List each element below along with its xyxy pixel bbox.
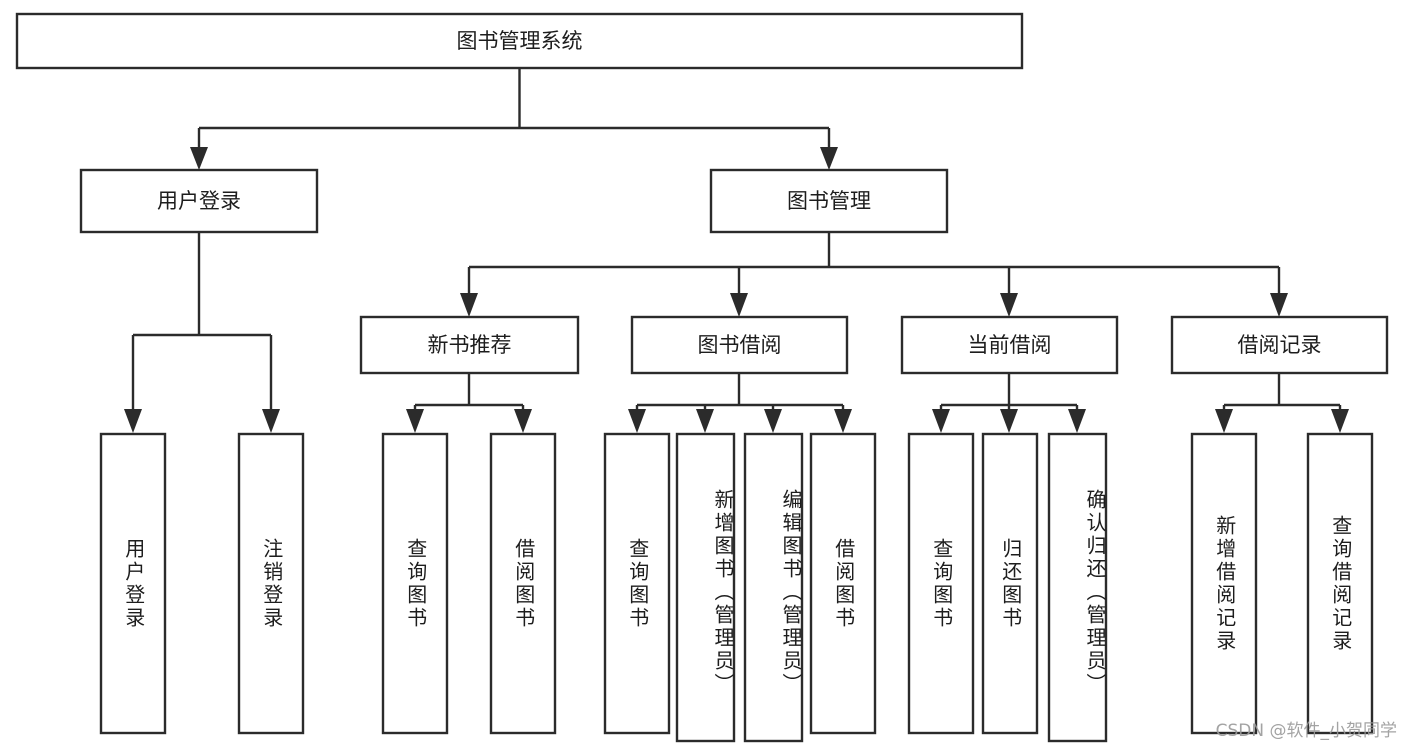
- arrow-head-book-manage: [820, 147, 838, 170]
- connector-group-new-book: [406, 373, 532, 433]
- leaf-box-edit-book[interactable]: [743, 432, 804, 743]
- node-borrow-record[interactable]: [1170, 315, 1389, 375]
- csdn-watermark: CSDN @软件_小贺同学: [1215, 721, 1397, 741]
- arrow-head-borrow-record: [1270, 293, 1288, 317]
- node-root-label: 图书管理系统: [457, 29, 583, 53]
- node-book-borrow[interactable]: [630, 315, 849, 375]
- leaf-box-borrow-book-1[interactable]: [489, 432, 557, 735]
- arrow-head-leaf-borrow-book-1: [514, 409, 532, 433]
- arrow-head-leaf-borrow-book-2: [834, 409, 852, 433]
- leaf-box-add-book[interactable]: [675, 432, 736, 743]
- arrow-head-user-login: [190, 147, 208, 170]
- node-book-borrow-label: 图书借阅: [698, 333, 782, 357]
- arrow-head-leaf-confirm-return: [1068, 409, 1086, 433]
- arrow-head-leaf-query-book-2: [628, 409, 646, 433]
- node-root[interactable]: [15, 12, 1024, 70]
- connector-group-book-manage: [460, 232, 1288, 317]
- leaf-box-user-login[interactable]: [99, 432, 167, 735]
- arrow-head-leaf-logout: [262, 409, 280, 433]
- node-book-manage[interactable]: [709, 168, 949, 234]
- leaf-box-add-record[interactable]: [1190, 432, 1258, 735]
- arrow-head-book-borrow: [730, 293, 748, 317]
- arrow-head-leaf-query-book-3: [932, 409, 950, 433]
- node-user-login[interactable]: [79, 168, 319, 234]
- arrow-head-leaf-query-record: [1331, 409, 1349, 433]
- connector-group-root: [190, 68, 838, 170]
- leaf-box-query-record[interactable]: [1306, 432, 1374, 735]
- node-current-borrow-label: 当前借阅: [968, 333, 1052, 357]
- arrow-head-new-book: [460, 293, 478, 317]
- connector-group-borrow-record: [1215, 373, 1349, 433]
- node-new-book-recommend-label: 新书推荐: [428, 333, 512, 357]
- node-new-book-recommend[interactable]: [359, 315, 580, 375]
- leaf-box-query-book-2[interactable]: [603, 432, 671, 735]
- leaf-box-query-book-3[interactable]: [907, 432, 975, 735]
- node-user-login-label: 用户登录: [157, 189, 241, 213]
- node-current-borrow[interactable]: [900, 315, 1119, 375]
- arrow-head-leaf-add-record: [1215, 409, 1233, 433]
- connector-group-book-borrow: [628, 373, 852, 433]
- leaf-box-logout[interactable]: [237, 432, 305, 735]
- arrow-head-leaf-edit-book: [764, 409, 782, 433]
- arrow-head-leaf-add-book: [696, 409, 714, 433]
- arrow-head-leaf-user-login: [124, 409, 142, 433]
- leaf-box-borrow-book-2[interactable]: [809, 432, 877, 735]
- leaf-box-confirm-return[interactable]: [1047, 432, 1108, 743]
- arrow-head-current-borrow: [1000, 293, 1018, 317]
- leaf-box-return-book[interactable]: [981, 432, 1039, 735]
- arrow-head-leaf-return-book: [1000, 409, 1018, 433]
- leaf-box-query-book-1[interactable]: [381, 432, 449, 735]
- connector-group-current-borrow: [932, 373, 1086, 433]
- connector-group-user-login: [124, 232, 280, 433]
- arrow-head-leaf-query-book-1: [406, 409, 424, 433]
- node-borrow-record-label: 借阅记录: [1238, 333, 1322, 357]
- node-book-manage-label: 图书管理: [787, 189, 871, 213]
